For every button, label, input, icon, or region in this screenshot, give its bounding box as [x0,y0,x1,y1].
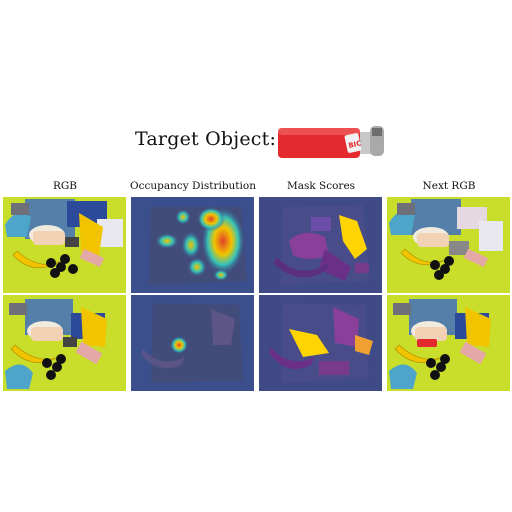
target-object-label: Target Object: [135,128,277,150]
next-rgb-image-row1 [387,197,510,293]
column-header-rgb: RGB [52,180,77,192]
lighter-brand-text: BIC [348,139,362,150]
column-header-occupancy: Occupancy Distribution [130,180,256,192]
next-rgb-image-row2 [387,295,510,391]
mask-scores-row1 [259,197,382,293]
target-object-row: Target Object: BIC [0,118,512,168]
rgb-image-row1 [3,197,126,293]
column-header-next-rgb: Next RGB [422,180,476,192]
occupancy-heatmap-row2 [131,295,254,391]
mask-scores-row2 [259,295,382,391]
occupancy-heatmap-row1 [131,197,254,293]
red-lighter-icon: BIC [278,126,384,158]
column-header-mask: Mask Scores [286,180,356,192]
rgb-image-row2 [3,295,126,391]
